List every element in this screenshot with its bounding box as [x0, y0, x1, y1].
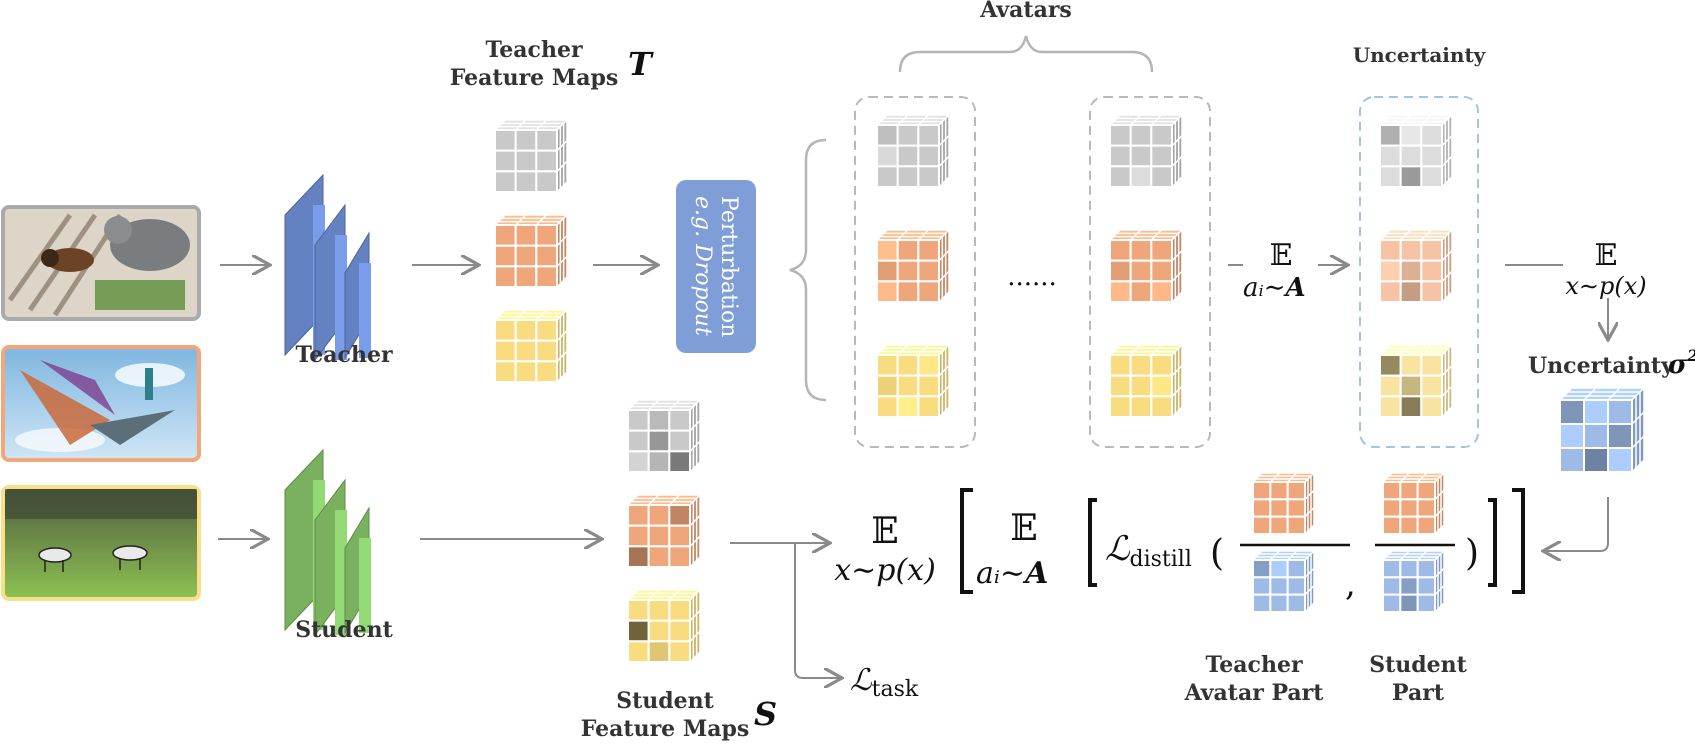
teacher-symbol: T [628, 45, 654, 83]
formula-e-a-symbol: 𝔼 [1010, 508, 1037, 549]
arrows-layer [218, 265, 1608, 678]
avatarN-cube-orange [1108, 228, 1184, 304]
avatars-ellipsis: ...... [1007, 262, 1057, 292]
sigma-symbol: σ2 [1668, 346, 1695, 380]
expectation-avatars-symbol: 𝔼 [1270, 238, 1293, 273]
input-image-dog-cat [1, 205, 201, 321]
layer-slab-face [359, 538, 371, 633]
sigma-label: Uncertainty [1528, 353, 1675, 379]
student-maps-label-1: Student [616, 688, 714, 714]
student-maps-label-2: Feature Maps [581, 716, 749, 742]
teacher-maps-label-1: Teacher [485, 37, 582, 63]
formula-e-x-symbol: 𝔼 [871, 511, 898, 552]
loss-task: ℒtask [850, 663, 919, 702]
uncertainty-cube-yellow [1378, 343, 1454, 419]
layer-slab-face [335, 510, 347, 635]
sigma-cube-blue [1558, 386, 1646, 474]
student-part-blue [1381, 549, 1446, 614]
layer-slab-face [359, 263, 371, 358]
perturbation-box: Perturbation e.g. Dropout [676, 180, 756, 353]
avatar-box-n [1089, 96, 1211, 448]
layer-slab-face [335, 235, 347, 360]
formula-e-x-sub: x∼p(x) [834, 553, 936, 588]
brackets [960, 488, 1525, 594]
uncertainty-cube-gray [1378, 113, 1454, 189]
teacher-part-blue [1251, 549, 1316, 614]
student-part-label-1: Student [1369, 652, 1467, 678]
teacher-network [284, 173, 371, 362]
teacher-cube-gray [493, 118, 569, 194]
teacher-part-label-1: Teacher [1205, 652, 1302, 678]
student-cube-orange [626, 493, 702, 569]
uncertainty-label: Uncertainty [1353, 43, 1487, 67]
student-cube-yellow [626, 588, 702, 664]
comma: , [1345, 564, 1356, 604]
avatars-brace [789, 35, 1154, 402]
avatarN-cube-yellow [1108, 343, 1184, 419]
feature-cubes [493, 113, 1646, 664]
student-label: Student [295, 617, 393, 643]
student-part-label-2: Part [1392, 680, 1445, 706]
perturbation-line2: e.g. Dropout [690, 196, 715, 336]
open-paren: ( [1210, 533, 1224, 574]
student-network [284, 448, 371, 637]
student-part-orange [1381, 471, 1446, 536]
formula-e-a-sub: aᵢ∼A [976, 556, 1048, 591]
perturbation-line1: Perturbation [716, 196, 741, 337]
teacher-cube-orange [493, 213, 569, 289]
teacher-label: Teacher [295, 342, 392, 368]
input-image-zebras [1, 485, 201, 601]
avatar1-cube-gray [875, 113, 951, 189]
uncertainty-cube-orange [1378, 228, 1454, 304]
uncertainty-box [1359, 96, 1479, 448]
close-paren: ) [1465, 533, 1479, 574]
avatars-label: Avatars [979, 0, 1072, 23]
expectation-x-sub: x∼p(x) [1565, 272, 1646, 300]
student-cube-gray [626, 398, 702, 474]
avatar1-cube-orange [875, 228, 951, 304]
loss-distill: ℒdistill [1105, 529, 1192, 572]
avatarN-cube-gray [1108, 113, 1184, 189]
avatar1-cube-yellow [875, 343, 951, 419]
input-image-avatar [1, 345, 201, 462]
teacher-part-label-2: Avatar Part [1184, 680, 1325, 706]
teacher-cube-yellow [493, 308, 569, 384]
avatar-box-1 [854, 96, 976, 448]
teacher-maps-label-2: Feature Maps [450, 65, 618, 91]
student-symbol: S [754, 695, 777, 733]
teacher-part-orange [1251, 471, 1316, 536]
expectation-avatars-sub: aᵢ∼A [1243, 273, 1306, 303]
expectation-x-symbol: 𝔼 [1595, 238, 1618, 273]
